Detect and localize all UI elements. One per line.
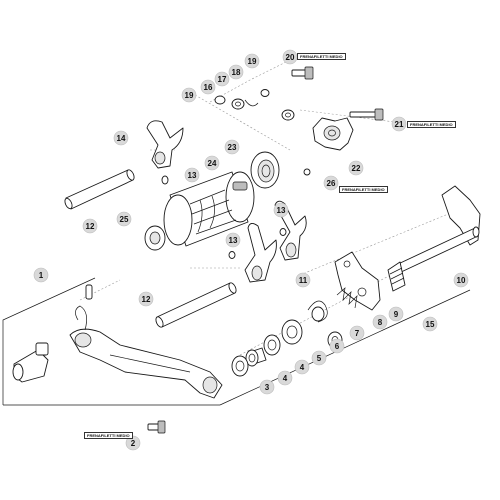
shift-shaft-10 (387, 185, 481, 292)
bushings-4 (245, 334, 281, 367)
badge-25: 25 (116, 211, 132, 227)
badge-23: 23 (224, 139, 240, 155)
badge-20: 20 (282, 49, 298, 65)
badge-17: 17 (214, 71, 230, 87)
svg-text:5: 5 (317, 354, 322, 363)
svg-text:12: 12 (142, 295, 151, 304)
svg-text:19: 19 (185, 91, 194, 100)
fork-rod-12a (64, 169, 135, 210)
svg-text:11: 11 (299, 276, 308, 285)
svg-text:13: 13 (188, 171, 197, 180)
badge-4b: 4 (294, 359, 310, 375)
badge-13b: 13 (273, 202, 289, 218)
badge-11: 11 (295, 272, 311, 288)
svg-text:16: 16 (204, 83, 213, 92)
svg-text:9: 9 (394, 310, 399, 319)
star-indexer-22 (312, 117, 354, 151)
threadlocker-label-21: FRENAFILETTI MEDIO (407, 121, 456, 128)
svg-text:14: 14 (117, 134, 126, 143)
svg-text:13: 13 (229, 236, 238, 245)
badge-19b: 19 (181, 87, 197, 103)
badge-26: 26 (323, 175, 339, 191)
shift-fork-14 (146, 120, 184, 169)
badge-2: 2 (125, 435, 141, 451)
svg-text:6: 6 (335, 342, 340, 351)
badge-15: 15 (422, 316, 438, 332)
svg-text:20: 20 (286, 53, 295, 62)
washer-3 (231, 355, 249, 377)
badge-18: 18 (228, 64, 244, 80)
badge-21: 21 (391, 116, 407, 132)
svg-text:4: 4 (300, 363, 305, 372)
bolt-2 (147, 420, 166, 434)
badge-3: 3 (259, 379, 275, 395)
badge-13a: 13 (184, 167, 200, 183)
svg-text:8: 8 (378, 318, 383, 327)
clip-7 (307, 300, 328, 323)
threadlocker-label-26: FRENAFILETTI MEDIO (339, 186, 388, 193)
badge-7: 7 (349, 325, 365, 341)
badge-19a: 19 (244, 53, 260, 69)
badge-1: 1 (33, 267, 49, 283)
svg-text:1: 1 (39, 271, 44, 280)
badge-10: 10 (453, 272, 469, 288)
badge-8: 8 (372, 314, 388, 330)
svg-text:18: 18 (232, 68, 241, 77)
svg-text:10: 10 (457, 276, 466, 285)
svg-text:4: 4 (283, 374, 288, 383)
spring-9 (336, 287, 358, 309)
badge-14: 14 (113, 130, 129, 146)
svg-text:12: 12 (86, 222, 95, 231)
bearing-23 (250, 151, 280, 189)
pin-26 (303, 168, 311, 176)
bolt-20 (291, 66, 314, 80)
badge-12b: 12 (138, 291, 154, 307)
badge-5: 5 (311, 350, 327, 366)
threadlocker-label-2: FRENAFILETTI MEDIO (84, 432, 133, 439)
frame-lines (2, 277, 471, 406)
badge-24: 24 (204, 155, 220, 171)
bolt-21 (349, 108, 384, 121)
badge-12a: 12 (82, 218, 98, 234)
bearing-25 (144, 225, 166, 251)
pin-13a (161, 175, 169, 185)
badge-4a: 4 (277, 370, 293, 386)
svg-text:23: 23 (228, 143, 237, 152)
svg-text:25: 25 (120, 215, 129, 224)
washers-16-19 (214, 89, 295, 121)
pedal-tip (12, 342, 49, 383)
badge-22: 22 (348, 160, 364, 176)
svg-text:21: 21 (395, 120, 404, 129)
stopper-plate-8 (334, 251, 381, 311)
washer-5 (281, 319, 303, 345)
badge-6: 6 (329, 338, 345, 354)
badge-16: 16 (200, 79, 216, 95)
svg-text:3: 3 (265, 383, 270, 392)
badge-13c: 13 (225, 232, 241, 248)
badge-9: 9 (388, 306, 404, 322)
svg-text:15: 15 (426, 320, 435, 329)
fork-rod-12b (155, 282, 237, 328)
threadlocker-label-20: FRENAFILETTI MEDIO (297, 53, 346, 60)
svg-text:13: 13 (277, 206, 286, 215)
svg-text:17: 17 (218, 75, 227, 84)
svg-text:26: 26 (327, 179, 336, 188)
pins-13b (228, 228, 287, 259)
svg-text:24: 24 (208, 159, 217, 168)
svg-text:7: 7 (355, 329, 360, 338)
svg-text:2: 2 (131, 439, 136, 448)
shift-drum-24 (163, 171, 255, 247)
gear-lever-1 (69, 284, 223, 399)
svg-text:22: 22 (352, 164, 361, 173)
svg-text:19: 19 (248, 57, 257, 66)
